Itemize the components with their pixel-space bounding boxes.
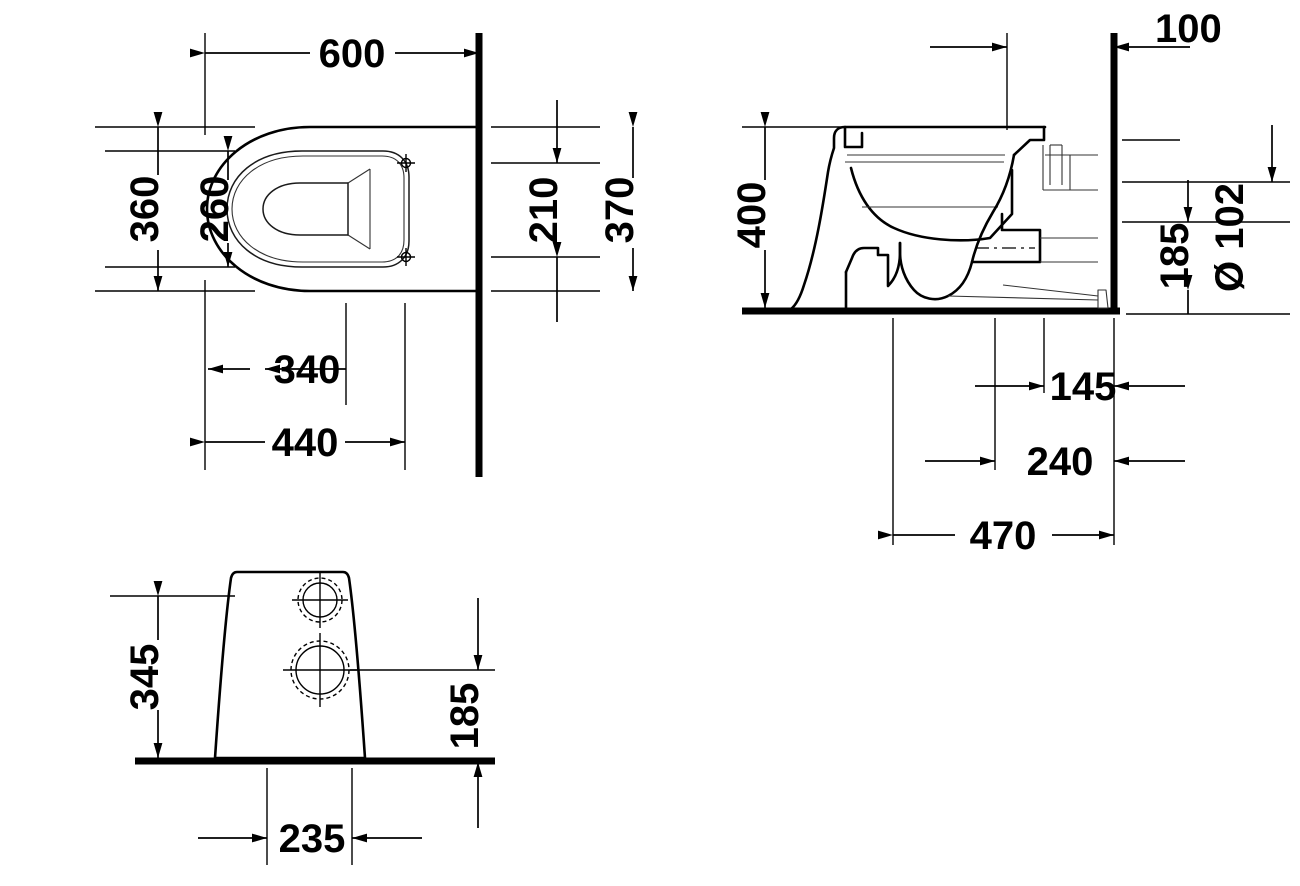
dim-340-label: 340	[274, 348, 341, 392]
dim-145: 145	[975, 365, 1185, 409]
dim-360-label: 360	[123, 176, 167, 243]
side-wall-bracket	[1097, 289, 1109, 309]
front-ceramic-outline	[213, 570, 367, 760]
dim-400: 400	[730, 112, 774, 308]
dim-210: 210	[522, 100, 566, 322]
plan-fixing-hole-top	[397, 154, 415, 172]
side-section-view-group: 100 400 Ø 102 185 145 240	[730, 7, 1290, 558]
front-outlet-hole-lower	[283, 633, 357, 707]
dim-470: 470	[878, 514, 1114, 558]
dim-185-front: 185	[443, 598, 487, 828]
dim-345: 345	[123, 581, 167, 758]
plan-view-group: 600 360 260 210 370	[95, 32, 642, 477]
dim-600-label: 600	[319, 32, 386, 76]
front-fixing-hole-upper	[292, 572, 348, 628]
side-foot-base	[844, 270, 882, 311]
plan-seat-inner-ring	[231, 155, 405, 263]
dim-102-label: Ø 102	[1208, 183, 1252, 292]
dim-470-label: 470	[970, 514, 1037, 558]
dim-260: 260	[193, 136, 237, 267]
plan-fixing-hole-bottom	[397, 248, 415, 266]
dim-240: 240	[925, 440, 1185, 484]
dim-600: 600	[190, 32, 479, 76]
side-ceramic-outer-profile	[789, 125, 1047, 311]
side-trap-siphon	[898, 153, 1016, 301]
dim-185-front-label: 185	[443, 683, 487, 750]
plan-seat-notch-link-top	[347, 168, 371, 184]
dim-400-label: 400	[730, 182, 774, 249]
dim-235-label: 235	[279, 817, 346, 861]
dim-210-label: 210	[522, 177, 566, 244]
front-elevation-view-group: 345 185 235	[110, 570, 495, 865]
dim-370: 370	[598, 112, 642, 291]
side-rim-top	[843, 125, 864, 149]
dim-260-label: 260	[193, 176, 237, 243]
plan-bowl-opening	[262, 182, 349, 236]
dim-340: 340	[208, 348, 346, 392]
dim-100-label: 100	[1155, 7, 1222, 51]
side-outlet-guide-4	[947, 295, 1099, 301]
plan-seat-outer-ring	[226, 150, 410, 268]
dim-185-side: 185	[1153, 180, 1197, 314]
dim-345-label: 345	[123, 644, 167, 711]
side-trap-left-leg	[844, 241, 902, 288]
dim-235: 235	[198, 817, 422, 861]
plan-seat-notch-link-bottom	[347, 234, 371, 250]
dim-145-label: 145	[1050, 365, 1117, 409]
side-outlet-upper	[1012, 125, 1046, 157]
dim-440-label: 440	[272, 421, 339, 465]
dim-240-label: 240	[1027, 440, 1094, 484]
plan-bowl-outer-outline	[205, 125, 481, 293]
dim-440: 440	[190, 421, 405, 465]
dim-100: 100	[930, 7, 1222, 52]
dim-360: 360	[123, 112, 167, 291]
side-outlet-guide-3	[1002, 284, 1099, 297]
side-outlet-block	[970, 212, 1042, 264]
dim-185-side-label: 185	[1153, 223, 1197, 290]
dim-diameter-102: Ø 102	[1208, 125, 1277, 292]
dim-370-label: 370	[598, 177, 642, 244]
